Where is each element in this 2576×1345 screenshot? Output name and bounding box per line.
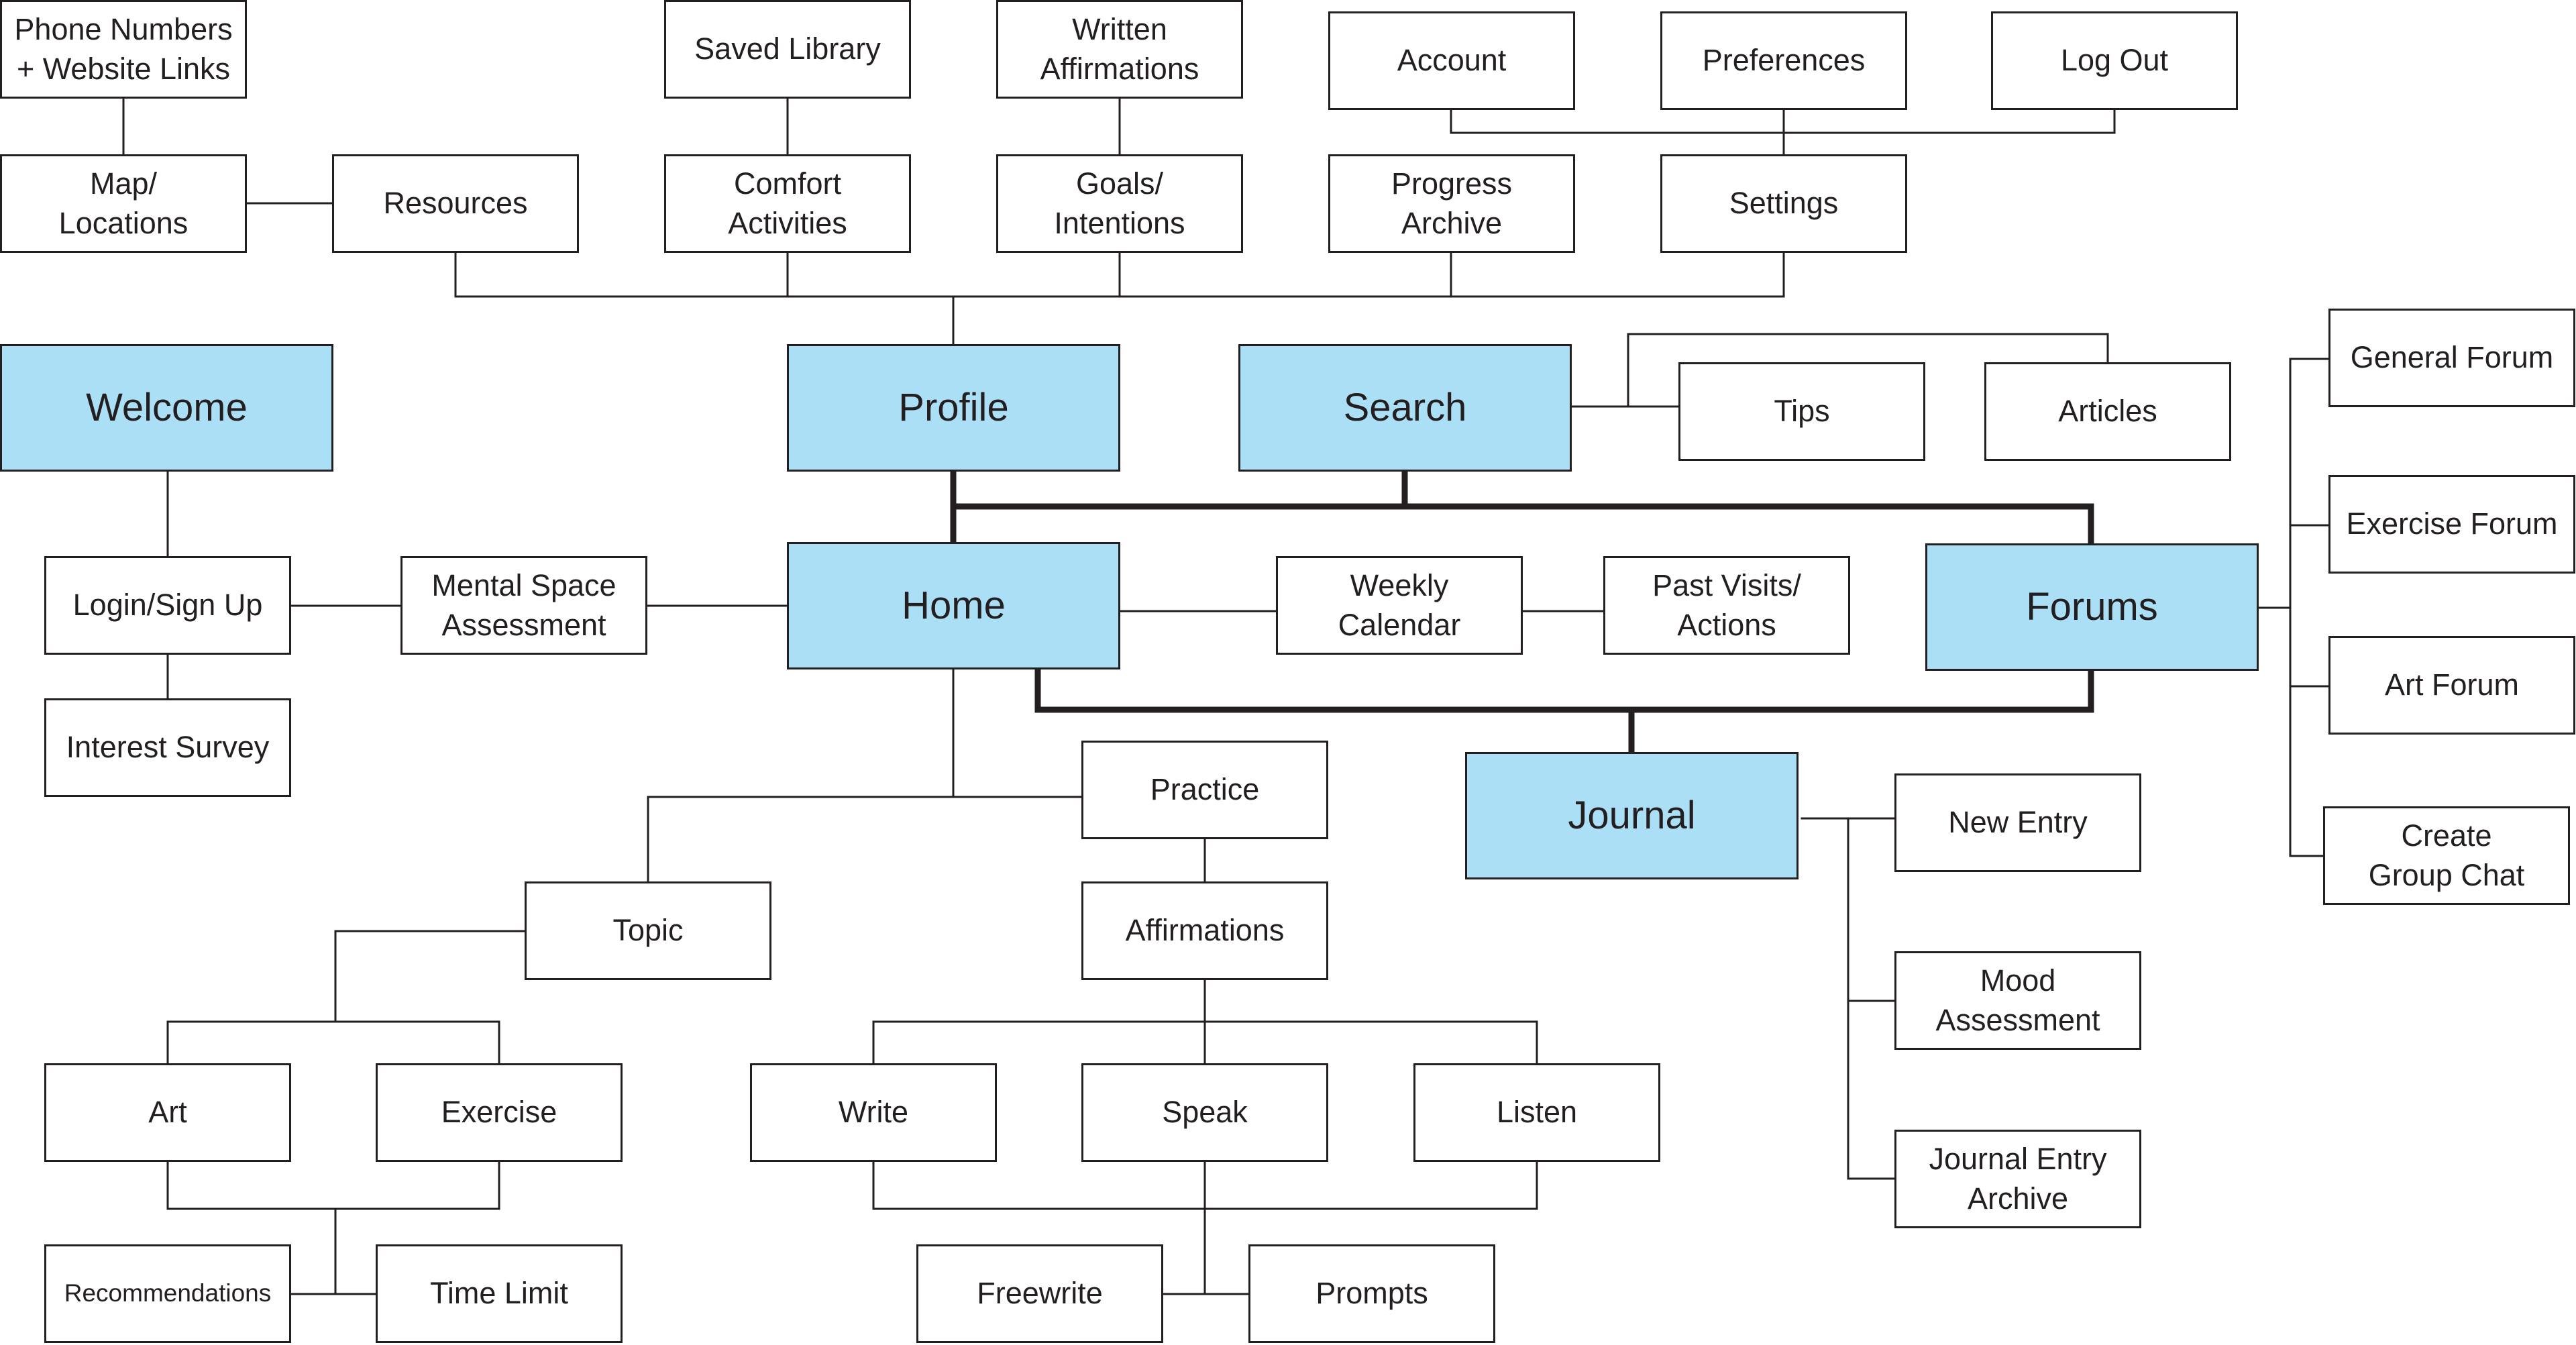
node-create-group-chat: Create Group Chat [2323, 806, 2570, 905]
node-exercise-forum: Exercise Forum [2328, 475, 2575, 574]
node-mental-space-assessment: Mental Space Assessment [400, 556, 647, 655]
node-prompts: Prompts [1248, 1244, 1495, 1343]
node-saved-library: Saved Library [664, 0, 911, 99]
node-resources: Resources [332, 154, 579, 253]
node-profile: Profile [787, 344, 1120, 472]
node-account: Account [1328, 11, 1575, 110]
node-past-visits-actions: Past Visits/ Actions [1603, 556, 1850, 655]
node-exercise: Exercise [376, 1063, 623, 1162]
node-mood-assessment: Mood Assessment [1894, 951, 2141, 1050]
node-search: Search [1238, 344, 1572, 472]
node-welcome: Welcome [0, 344, 333, 472]
node-home: Home [787, 542, 1120, 669]
node-settings: Settings [1660, 154, 1907, 253]
node-art: Art [44, 1063, 291, 1162]
node-journal-entry-archive: Journal Entry Archive [1894, 1130, 2141, 1228]
node-journal: Journal [1465, 752, 1799, 879]
node-recommendations: Recommendations [44, 1244, 291, 1343]
node-freewrite: Freewrite [916, 1244, 1163, 1343]
node-tips: Tips [1678, 362, 1925, 461]
node-login-sign-up: Login/Sign Up [44, 556, 291, 655]
node-map-locations: Map/ Locations [0, 154, 247, 253]
node-art-forum: Art Forum [2328, 636, 2575, 735]
node-listen: Listen [1413, 1063, 1660, 1162]
node-interest-survey: Interest Survey [44, 698, 291, 797]
node-write: Write [750, 1063, 997, 1162]
node-log-out: Log Out [1991, 11, 2238, 110]
node-speak: Speak [1081, 1063, 1328, 1162]
node-phone-numbers-website-links: Phone Numbers + Website Links [0, 0, 247, 99]
node-forums: Forums [1925, 543, 2259, 671]
node-general-forum: General Forum [2328, 309, 2575, 407]
node-practice: Practice [1081, 741, 1328, 839]
node-new-entry: New Entry [1894, 773, 2141, 872]
node-comfort-activities: Comfort Activities [664, 154, 911, 253]
node-weekly-calendar: Weekly Calendar [1276, 556, 1523, 655]
node-preferences: Preferences [1660, 11, 1907, 110]
node-articles: Articles [1984, 362, 2231, 461]
node-written-affirmations: Written Affirmations [996, 0, 1243, 99]
node-progress-archive: Progress Archive [1328, 154, 1575, 253]
node-goals-intentions: Goals/ Intentions [996, 154, 1243, 253]
node-topic: Topic [525, 881, 771, 980]
node-time-limit: Time Limit [376, 1244, 623, 1343]
node-affirmations: Affirmations [1081, 881, 1328, 980]
